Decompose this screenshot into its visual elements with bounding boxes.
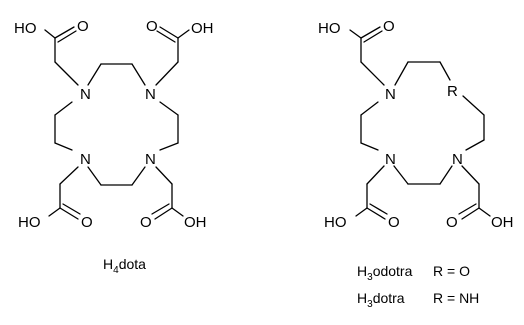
atom-ho-bottom-left: HO [18,214,41,231]
caption-h3dotra: H3dotra [357,290,405,310]
atom-o-bottom-left: O [81,214,93,231]
acetate-arm-bottom-right [151,166,184,220]
atom-oh-bottom-right: OH [184,214,207,231]
atom-oh-bottom-right-r: OH [491,214,514,231]
acetate-arm-top-right [155,26,190,86]
atom-ho-bottom-left-r: HO [324,214,347,231]
atom-o-bottom-right: O [140,214,152,231]
atom-ho-top-left: HO [14,20,37,37]
caption-h4dota-name: dota [119,256,146,272]
atom-oh-top-right: OH [191,20,214,37]
caption-h3dotra-name: dotra [373,290,405,306]
caption-h3dotra-subscript: 3 [367,299,373,310]
atom-n-bottom-right: N [145,151,156,168]
caption-h3odotra-r-definition: R = O [433,263,470,279]
caption-h4dota-subscript: 4 [113,265,119,276]
caption-h3odotra: H3odotra [357,263,413,283]
caption-h3dotra-h: H [357,290,367,306]
atom-n-top-r: N [385,86,396,103]
atom-n-top-right: N [145,86,156,103]
caption-h3odotra-h: H [357,263,367,279]
macrocycle-ring-bonds [54,63,179,186]
atom-r-group: R [447,83,458,100]
caption-h4dota: H4dota [103,256,146,276]
atom-n-bottom-right-r: N [452,151,463,168]
acetate-arm-bottom-left-r [355,165,388,220]
macrocycle-ring-bonds-r [360,61,485,185]
acetate-arm-bottom-left [48,166,81,220]
acetate-arm-top-left [44,26,79,86]
structure-h4dota: N N N N HO O O OH HO O O OH [14,18,214,231]
atom-ho-top-r: HO [318,20,341,37]
atom-n-bottom-left: N [80,151,91,168]
caption-h3odotra-name: odotra [373,263,413,279]
acetate-arm-top-r [349,26,385,86]
structure-h3dotra: N R N N HO O HO O O OH [318,18,514,231]
atom-n-bottom-left-r: N [385,151,396,168]
atom-o-bottom-right-r: O [446,214,458,231]
atom-o-top-right: O [146,18,158,35]
caption-h3odotra-subscript: 3 [367,272,373,283]
caption-h3dotra-r-definition: R = NH [433,290,479,306]
atom-o-top-r: O [383,18,395,35]
atom-o-top-left: O [77,18,89,35]
acetate-arm-bottom-right-r [458,165,491,220]
caption-h4dota-h: H [103,256,113,272]
atom-n-top-left: N [80,86,91,103]
atom-o-bottom-left-r: O [388,214,400,231]
